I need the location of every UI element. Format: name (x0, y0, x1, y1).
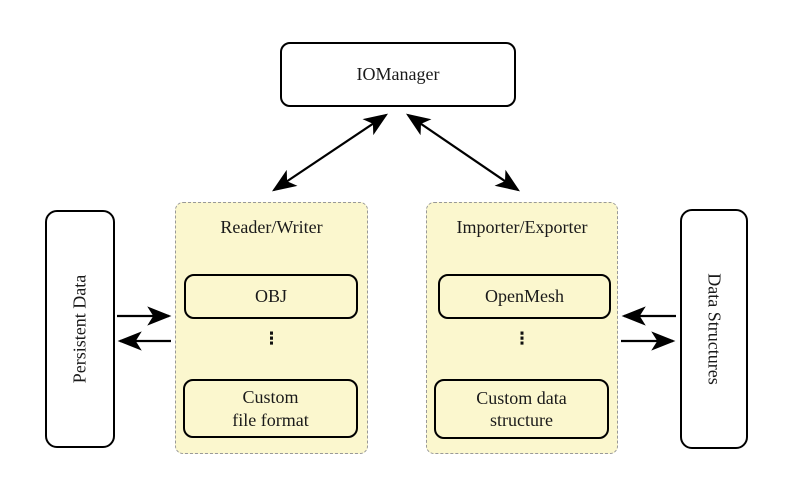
arrow-iomanager-reader-writer (271, 113, 389, 192)
reader-writer-group: Reader/Writer OBJ ⋮ Custom file format (175, 202, 368, 454)
persistent-data-node: Persistent Data (45, 210, 115, 448)
custom-data-structure-node: Custom data structure (434, 379, 609, 439)
reader-writer-title: Reader/Writer (220, 217, 323, 237)
vertical-ellipsis-icon: ⋮ (513, 329, 531, 349)
iomanager-node: IOManager (280, 42, 516, 107)
custom-file-format-node: Custom file format (183, 379, 358, 438)
importer-exporter-group: Importer/Exporter OpenMesh ⋮ Custom data… (426, 202, 618, 454)
openmesh-node: OpenMesh (438, 274, 611, 319)
arrow-iomanager-importer-exporter (406, 113, 520, 192)
data-structures-node: Data Structures (680, 209, 748, 449)
iomanager-label: IOManager (356, 64, 440, 84)
importer-exporter-title: Importer/Exporter (456, 217, 588, 237)
vertical-ellipsis-icon: ⋮ (263, 329, 280, 349)
persistent-data-label: Persistent Data (69, 274, 90, 384)
data-structures-label: Data Structures (704, 273, 725, 385)
obj-node: OBJ (184, 274, 358, 319)
